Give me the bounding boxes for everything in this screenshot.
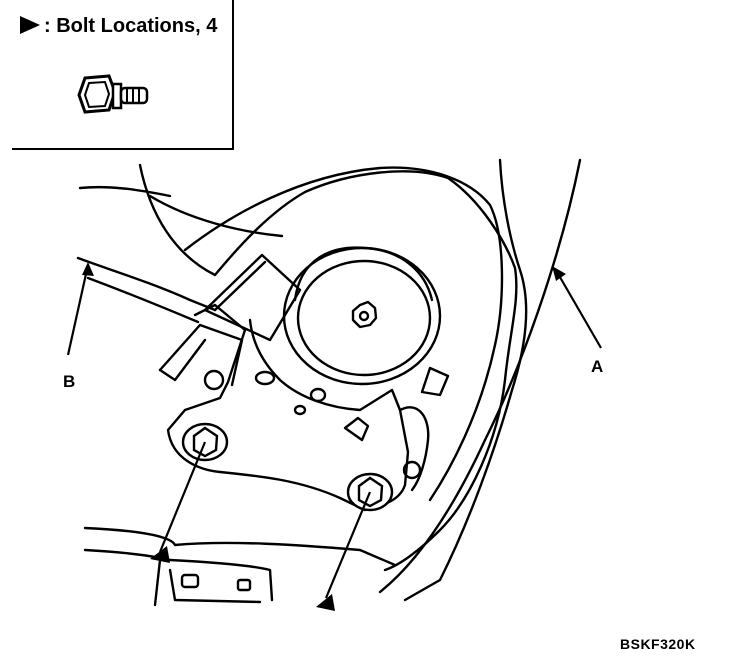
frame-b-lower — [86, 276, 200, 324]
leader-bolt-left — [158, 441, 207, 553]
bolt-icon — [77, 74, 149, 114]
arrowhead-a — [552, 266, 566, 281]
side-bracket — [398, 406, 430, 492]
bolt-marker-right-icon — [316, 594, 335, 611]
legend-label: : Bolt Locations, 4 — [20, 15, 217, 38]
mount-cylinder-inner — [296, 259, 432, 377]
callout-b: B — [63, 372, 76, 391]
leader-a — [556, 271, 602, 349]
frame-b — [76, 256, 217, 312]
fender-line — [378, 158, 582, 594]
bracket-flange-edge — [158, 338, 207, 382]
center-bolt-icon — [351, 300, 378, 329]
leader-bolt-right — [324, 491, 372, 599]
lower-frame — [83, 526, 397, 567]
leader-b — [66, 264, 90, 356]
arm-block — [203, 253, 302, 342]
housing-outline — [138, 163, 518, 572]
upper-panel — [78, 185, 284, 238]
callout-a: A — [591, 357, 604, 376]
bolt-marker-left-icon — [150, 546, 170, 563]
arrowhead-b — [82, 262, 94, 276]
mount-rubber — [293, 246, 434, 302]
bracket-flange — [158, 323, 244, 387]
housing-inner — [183, 166, 504, 502]
body-panel-a — [403, 158, 528, 602]
legend-arrow-icon — [20, 16, 40, 34]
legend-box — [12, 0, 234, 150]
legend-text: : Bolt Locations, 4 — [44, 15, 218, 37]
reference-code: BSKF320K — [620, 636, 696, 652]
